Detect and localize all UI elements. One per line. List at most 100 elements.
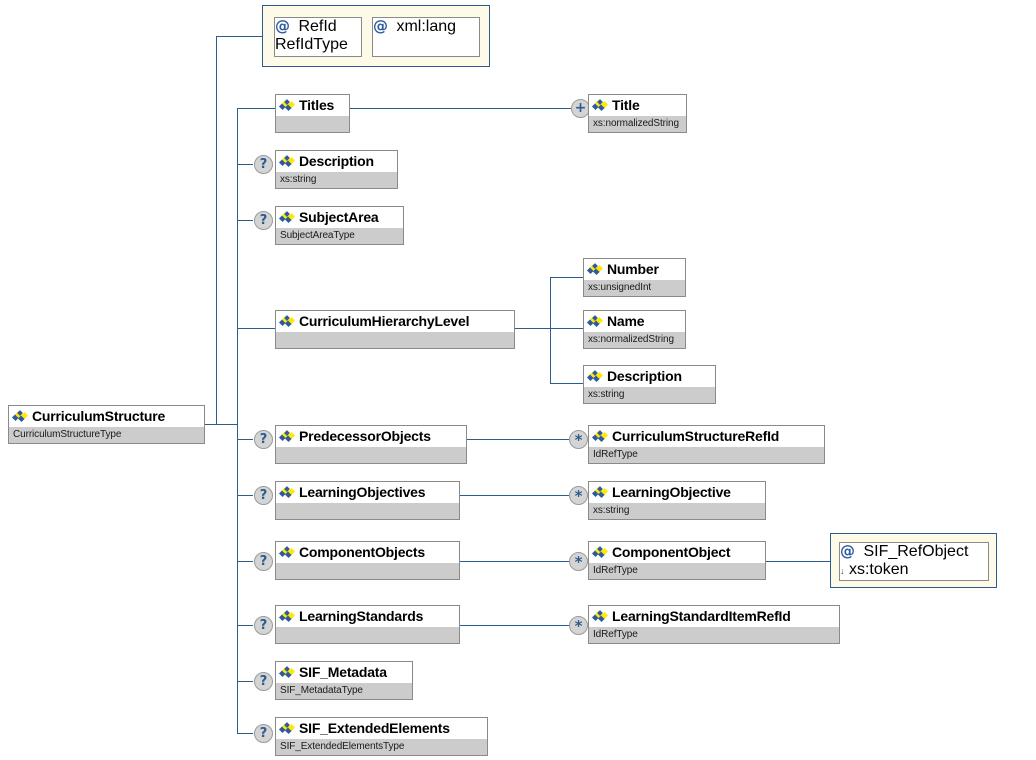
connector-children-spine: [237, 108, 238, 733]
element-sparkle-icon: [278, 545, 296, 559]
element-sparkle-icon: [586, 262, 604, 276]
connector-chl-to-name: [550, 328, 583, 329]
attribute-node-sif-refobject[interactable]: @ SIF_RefObject ↓ xs:token: [839, 542, 989, 581]
node-name: Number: [607, 261, 659, 278]
node-description-chl[interactable]: Description xs:string: [583, 365, 716, 404]
node-title[interactable]: Title xs:normalizedString: [588, 94, 687, 133]
node-name: Title: [612, 97, 640, 114]
attribute-group-container: @ RefId RefIdType @ xml:lang: [262, 5, 490, 67]
node-name: CurriculumStructureRefId: [612, 428, 780, 445]
node-name: Titles: [299, 97, 335, 114]
attribute-name: xml:lang: [396, 18, 457, 35]
node-type: SIF_ExtendedElementsType: [280, 741, 405, 753]
optional-marker-sifextendedelements[interactable]: ?: [254, 724, 273, 743]
optional-marker-learningstandards[interactable]: ?: [254, 616, 273, 635]
repeat-marker-learningobjective[interactable]: *: [569, 486, 588, 505]
node-curriculumstructurerefid[interactable]: CurriculumStructureRefId IdRefType: [588, 425, 825, 464]
optional-marker-description[interactable]: ?: [254, 155, 273, 174]
attribute-node-refid[interactable]: @ RefId RefIdType: [274, 17, 362, 57]
element-sparkle-icon: [591, 545, 609, 559]
at-sign-icon: @: [373, 17, 388, 35]
at-sign-icon: @: [840, 542, 855, 560]
connector-titles-to-title: [350, 108, 572, 109]
node-subjectarea[interactable]: SubjectArea SubjectAreaType: [275, 206, 404, 245]
element-sparkle-icon: [591, 429, 609, 443]
optional-marker-componentobjects[interactable]: ?: [254, 552, 273, 571]
element-sparkle-icon: [278, 609, 296, 623]
node-name: ComponentObjects: [299, 544, 425, 561]
element-sparkle-icon: [586, 314, 604, 328]
node-name: ComponentObject: [612, 544, 731, 561]
node-type: xs:string: [588, 389, 625, 401]
attribute-name: RefId: [298, 18, 337, 35]
node-predecessorobjects[interactable]: PredecessorObjects: [275, 425, 467, 464]
node-name: SIF_ExtendedElements: [299, 720, 450, 737]
node-learningstandarditemrefid[interactable]: LearningStandardItemRefId IdRefType: [588, 605, 840, 644]
optional-marker-sifmetadata[interactable]: ?: [254, 672, 273, 691]
node-number[interactable]: Number xs:unsignedInt: [583, 258, 686, 297]
connector-stub-componentobjects: [237, 561, 253, 562]
repeat-marker-curriculumstructurerefid[interactable]: *: [569, 430, 588, 449]
element-sparkle-icon: [278, 98, 296, 112]
node-type: SubjectAreaType: [280, 230, 355, 242]
connector-attr-horizontal: [216, 36, 262, 37]
node-learningobjectives[interactable]: LearningObjectives: [275, 481, 460, 520]
connector-stub-subjectarea: [237, 220, 253, 221]
connector-stub-description: [237, 164, 253, 165]
node-type: xs:string: [593, 505, 630, 517]
node-name: LearningObjectives: [299, 484, 426, 501]
element-sparkle-icon: [591, 98, 609, 112]
node-name: SIF_Metadata: [299, 664, 387, 681]
node-name: CurriculumHierarchyLevel: [299, 313, 470, 330]
attribute-node-xml-lang[interactable]: @ xml:lang: [372, 17, 480, 57]
repeat-marker-componentobject[interactable]: *: [569, 552, 588, 571]
connector-chl-out: [515, 328, 551, 329]
connector-chl-to-number: [550, 277, 583, 278]
optional-marker-learningobjectives[interactable]: ?: [254, 486, 273, 505]
node-type: xs:string: [280, 174, 317, 186]
repeat-marker-learningstandarditemrefid[interactable]: *: [569, 616, 588, 635]
node-name: LearningStandardItemRefId: [612, 608, 791, 625]
node-name: LearningObjective: [612, 484, 731, 501]
element-sparkle-icon: [586, 369, 604, 383]
element-sparkle-icon: [278, 429, 296, 443]
optional-marker-subjectarea[interactable]: ?: [254, 211, 273, 230]
connector-stub-sifmetadata: [237, 681, 253, 682]
node-componentobjects[interactable]: ComponentObjects: [275, 541, 460, 580]
node-description[interactable]: Description xs:string: [275, 150, 398, 189]
connector-learningstandards-to-child: [460, 625, 570, 626]
connector-stub-titles: [237, 108, 275, 109]
connector-chl-to-description: [550, 383, 583, 384]
element-sparkle-icon: [278, 210, 296, 224]
at-sign-icon: @: [275, 17, 290, 35]
node-type: IdRefType: [593, 565, 638, 577]
node-name: SubjectArea: [299, 209, 379, 226]
element-sparkle-icon: [278, 721, 296, 735]
node-titles[interactable]: Titles: [275, 94, 350, 133]
node-curriculumhierarchylevel[interactable]: CurriculumHierarchyLevel: [275, 310, 515, 349]
connector-stub-curriculumhierarchylevel: [237, 328, 275, 329]
node-curriculumstructure-root[interactable]: CurriculumStructure CurriculumStructureT…: [8, 405, 205, 444]
connector-componentobject-to-attr: [766, 561, 830, 562]
node-learningstandards[interactable]: LearningStandards: [275, 605, 460, 644]
connector-chl-spine: [550, 277, 551, 384]
connector-stub-learningobjectives: [237, 495, 253, 496]
attribute-type-prefix: ↓: [840, 566, 845, 576]
connector-stub-learningstandards: [237, 625, 253, 626]
node-type: IdRefType: [593, 629, 638, 641]
element-sparkle-icon: [278, 485, 296, 499]
attribute-group-container-sifrefobject: @ SIF_RefObject ↓ xs:token: [830, 533, 997, 588]
node-sif-metadata[interactable]: SIF_Metadata SIF_MetadataType: [275, 661, 413, 700]
attribute-type: xs:token: [848, 561, 909, 578]
connector-componentobjects-to-child: [460, 561, 570, 562]
node-name: LearningStandards: [299, 608, 424, 625]
node-name: Name: [607, 313, 645, 330]
node-name: Description: [607, 368, 682, 385]
attribute-type: RefIdType: [275, 36, 348, 53]
node-componentobject[interactable]: ComponentObject IdRefType: [588, 541, 766, 580]
node-learningobjective[interactable]: LearningObjective xs:string: [588, 481, 766, 520]
node-sif-extendedelements[interactable]: SIF_ExtendedElements SIF_ExtendedElement…: [275, 717, 488, 756]
optional-marker-predecessorobjects[interactable]: ?: [254, 430, 273, 449]
element-sparkle-icon: [278, 314, 296, 328]
node-name-element[interactable]: Name xs:normalizedString: [583, 310, 686, 349]
